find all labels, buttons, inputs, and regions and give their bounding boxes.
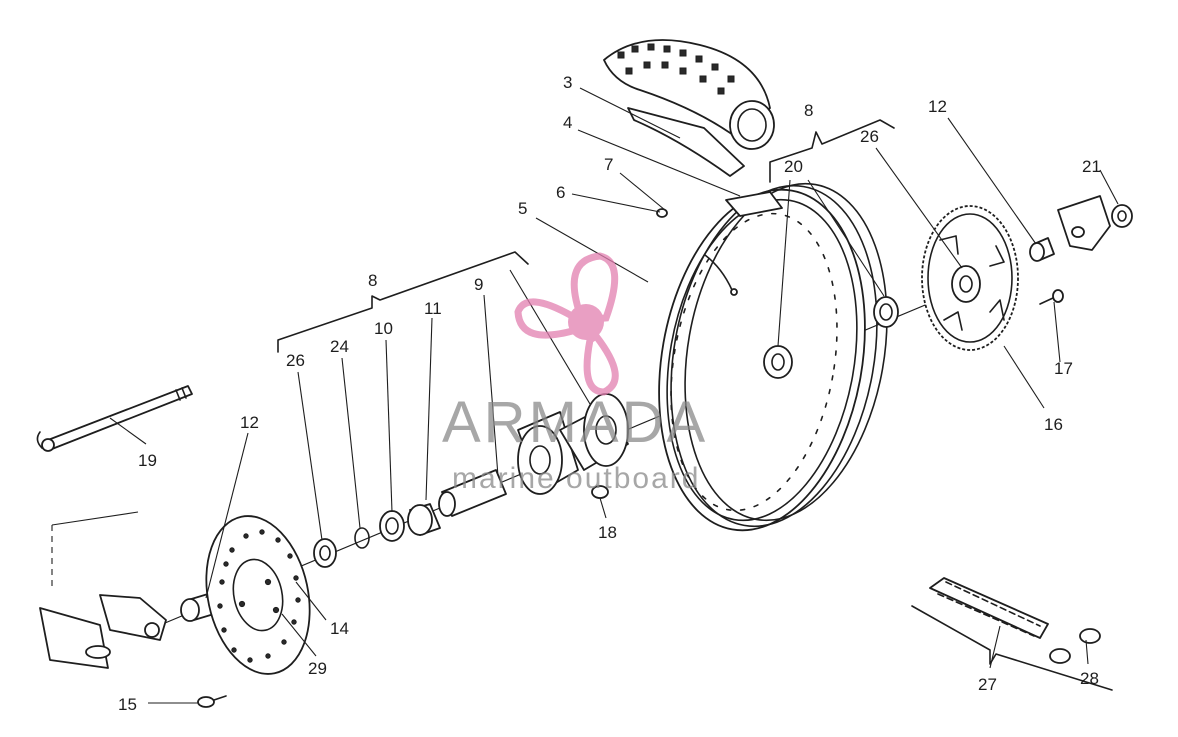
label-24: 24	[330, 337, 349, 356]
label-7: 7	[604, 155, 613, 174]
label-17: 17	[1054, 359, 1073, 378]
armada-watermark: ARMADA marine outboard	[442, 252, 708, 495]
right-spacer-part	[1029, 237, 1055, 262]
valve-screw-parts	[656, 208, 738, 296]
bearing-10	[379, 510, 405, 542]
label-28: 28	[1080, 669, 1099, 688]
watermark-brand: ARMADA	[442, 390, 708, 455]
disc-bolt-part	[197, 695, 227, 708]
group-brackets	[277, 119, 1113, 691]
bearing-11	[407, 503, 441, 536]
label-20: 20	[784, 157, 803, 176]
chain-master-link-part	[1049, 628, 1101, 664]
watermark-tagline: marine outboard	[452, 462, 700, 495]
label-5: 5	[518, 199, 527, 218]
leader-lines	[109, 87, 1119, 704]
seal-26-left	[313, 538, 337, 568]
tyre-segment-part	[603, 39, 775, 177]
label-16: 16	[1044, 415, 1063, 434]
label-27: 27	[978, 675, 997, 694]
part-number-labels: 3 4 7 6 5 8 9 11 10 24 26 12 19 14 29 15…	[118, 73, 1101, 714]
drive-chain-part	[929, 577, 1049, 639]
axle-part	[36, 385, 193, 452]
label-26-left: 26	[286, 351, 305, 370]
label-8-right: 8	[804, 101, 813, 120]
label-8-hub: 8	[368, 271, 377, 290]
label-12-left: 12	[240, 413, 259, 432]
label-3: 3	[563, 73, 572, 92]
rim-lock-part	[725, 191, 783, 217]
propeller-logo-icon	[514, 252, 619, 396]
label-10: 10	[374, 319, 393, 338]
bearing-20	[763, 296, 899, 379]
sprocket-bolt-part	[1039, 289, 1064, 305]
right-chain-adjuster-part	[1057, 195, 1111, 251]
label-12-right: 12	[928, 97, 947, 116]
label-14: 14	[330, 619, 349, 638]
axle-nut-21	[1111, 204, 1133, 228]
circlip-24	[354, 527, 370, 549]
label-11: 11	[424, 299, 442, 318]
label-29: 29	[308, 659, 327, 678]
rear-sprocket-part	[921, 205, 1019, 351]
spacer-tube-9	[438, 469, 507, 517]
wheel-rim-part	[658, 182, 888, 532]
label-21: 21	[1082, 157, 1101, 176]
wheel-hub-part	[517, 393, 629, 495]
label-4: 4	[563, 113, 572, 132]
left-chain-adjuster-bracket	[39, 511, 167, 669]
label-9: 9	[474, 275, 483, 294]
label-26-right: 26	[860, 127, 879, 146]
label-6: 6	[556, 183, 565, 202]
label-18: 18	[598, 523, 617, 542]
brake-disc-part	[205, 515, 311, 675]
label-15: 15	[118, 695, 137, 714]
label-19: 19	[138, 451, 157, 470]
